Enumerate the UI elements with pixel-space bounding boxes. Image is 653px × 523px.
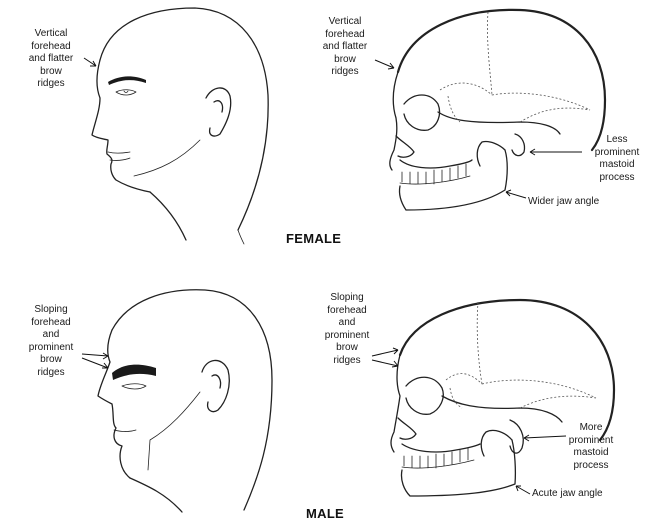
female-head-forehead-label: Vertical forehead and flatter brow ridge… bbox=[16, 28, 86, 91]
male-head-forehead-label: Sloping forehead and prominent brow ridg… bbox=[20, 304, 82, 379]
male-head-forehead-arrow-1 bbox=[82, 353, 108, 359]
male-upper-teeth bbox=[402, 448, 474, 468]
female-eyebrow bbox=[108, 76, 146, 85]
male-mastoid-label: More prominent mastoid process bbox=[558, 422, 624, 472]
male-head-forehead-arrow-2 bbox=[82, 358, 108, 368]
female-jawline bbox=[134, 140, 200, 176]
male-jaw-arrow bbox=[516, 486, 530, 494]
male-eyebrow bbox=[112, 365, 156, 380]
female-neck-front bbox=[150, 192, 186, 240]
male-sutures bbox=[446, 302, 596, 408]
female-mandible-ramus bbox=[477, 142, 505, 166]
female-caption: FEMALE bbox=[286, 231, 341, 246]
female-skull-drawing bbox=[390, 10, 605, 210]
male-jawline bbox=[148, 392, 200, 470]
female-head-outline bbox=[100, 8, 268, 230]
female-sutures bbox=[440, 12, 590, 122]
female-maxilla bbox=[400, 160, 472, 168]
female-neck-back bbox=[238, 230, 244, 244]
female-face-profile-skull bbox=[390, 72, 398, 170]
male-mastoid-bone bbox=[510, 420, 523, 453]
female-upper-teeth bbox=[400, 164, 470, 184]
male-neck-front bbox=[130, 478, 182, 512]
female-eye bbox=[116, 90, 136, 95]
female-ear bbox=[206, 88, 231, 136]
male-cheekbone bbox=[442, 396, 562, 422]
female-jaw-arrow bbox=[506, 190, 526, 198]
male-head-outline bbox=[112, 290, 272, 510]
male-skull-forehead-label: Sloping forehead and prominent brow ridg… bbox=[316, 292, 378, 367]
male-eye bbox=[122, 384, 146, 389]
male-lips bbox=[114, 430, 136, 432]
male-jaw-label: Acute jaw angle bbox=[532, 488, 632, 501]
female-mastoid-label: Less prominent mastoid process bbox=[584, 134, 650, 184]
female-orbit bbox=[404, 95, 440, 130]
male-caption: MALE bbox=[306, 506, 344, 521]
male-nasal bbox=[398, 418, 416, 439]
female-skull-forehead-label: Vertical forehead and flatter brow ridge… bbox=[312, 16, 378, 79]
female-mastoid-bone bbox=[512, 134, 525, 156]
annotation-arrows bbox=[82, 58, 582, 494]
female-head-drawing bbox=[92, 8, 268, 244]
male-orbit bbox=[406, 377, 443, 414]
male-ear bbox=[202, 360, 229, 411]
female-nasal bbox=[396, 136, 414, 157]
male-head-drawing bbox=[98, 290, 272, 512]
female-mastoid-arrow bbox=[530, 149, 582, 155]
male-face-profile-skull bbox=[391, 355, 400, 452]
male-face-profile bbox=[98, 330, 130, 478]
female-jaw-label: Wider jaw angle bbox=[528, 196, 628, 209]
female-cheekbone bbox=[438, 112, 560, 134]
male-cranium-outline bbox=[400, 300, 614, 440]
male-mandible-ramus bbox=[481, 430, 512, 456]
